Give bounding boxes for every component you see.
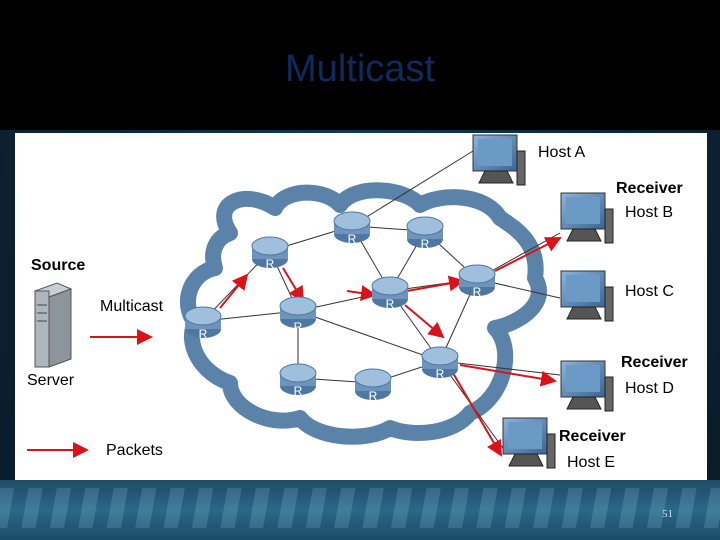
router-5: R (458, 264, 496, 299)
router-label: R (294, 384, 303, 398)
receiver-d-label: Receiver (621, 354, 688, 371)
router-label: R (436, 367, 445, 381)
server-label: Server (27, 372, 75, 389)
router-label: R (294, 320, 303, 334)
router-4: R (406, 216, 444, 251)
packet-arrows (27, 237, 562, 458)
router-1: R (184, 306, 222, 341)
router-9: R (279, 363, 317, 398)
router-label: R (199, 327, 208, 341)
router-label: R (473, 285, 482, 299)
host-b-label: Host B (625, 204, 673, 221)
host-e-label: Host E (567, 454, 615, 471)
bottom-decorative-band (0, 480, 720, 540)
source-label: Source (31, 257, 85, 274)
host-a-computer-icon (472, 134, 526, 186)
router-6: R (371, 276, 409, 311)
title-bar (0, 0, 720, 130)
router-label: R (369, 389, 378, 403)
server-icon (33, 282, 73, 368)
multicast-diagram: R R R R R R R R R R (15, 133, 707, 480)
host-b-computer-icon (560, 192, 614, 244)
router-label: R (266, 257, 275, 271)
multicast-label: Multicast (100, 298, 164, 315)
host-a-label: Host A (538, 144, 585, 161)
packets-label: Packets (106, 442, 163, 459)
router-3: R (333, 211, 371, 246)
receiver-b-label: Receiver (616, 180, 683, 197)
router-label: R (386, 297, 395, 311)
router-2: R (251, 236, 289, 271)
host-d-label: Host D (625, 380, 674, 397)
slide-title: Multicast (285, 48, 435, 90)
router-7: R (279, 296, 317, 334)
router-10: R (354, 368, 392, 403)
router-label: R (348, 232, 357, 246)
receiver-e-label: Receiver (559, 428, 626, 445)
host-d-computer-icon (560, 360, 614, 412)
router-label: R (421, 237, 430, 251)
host-c-label: Host C (625, 283, 674, 300)
host-c-computer-icon (560, 270, 614, 322)
host-e-computer-icon (502, 417, 556, 469)
diagram-svg: R R R R R R R R R R (27, 134, 688, 471)
router-8: R (421, 346, 459, 381)
page-number: 51 (662, 508, 673, 520)
